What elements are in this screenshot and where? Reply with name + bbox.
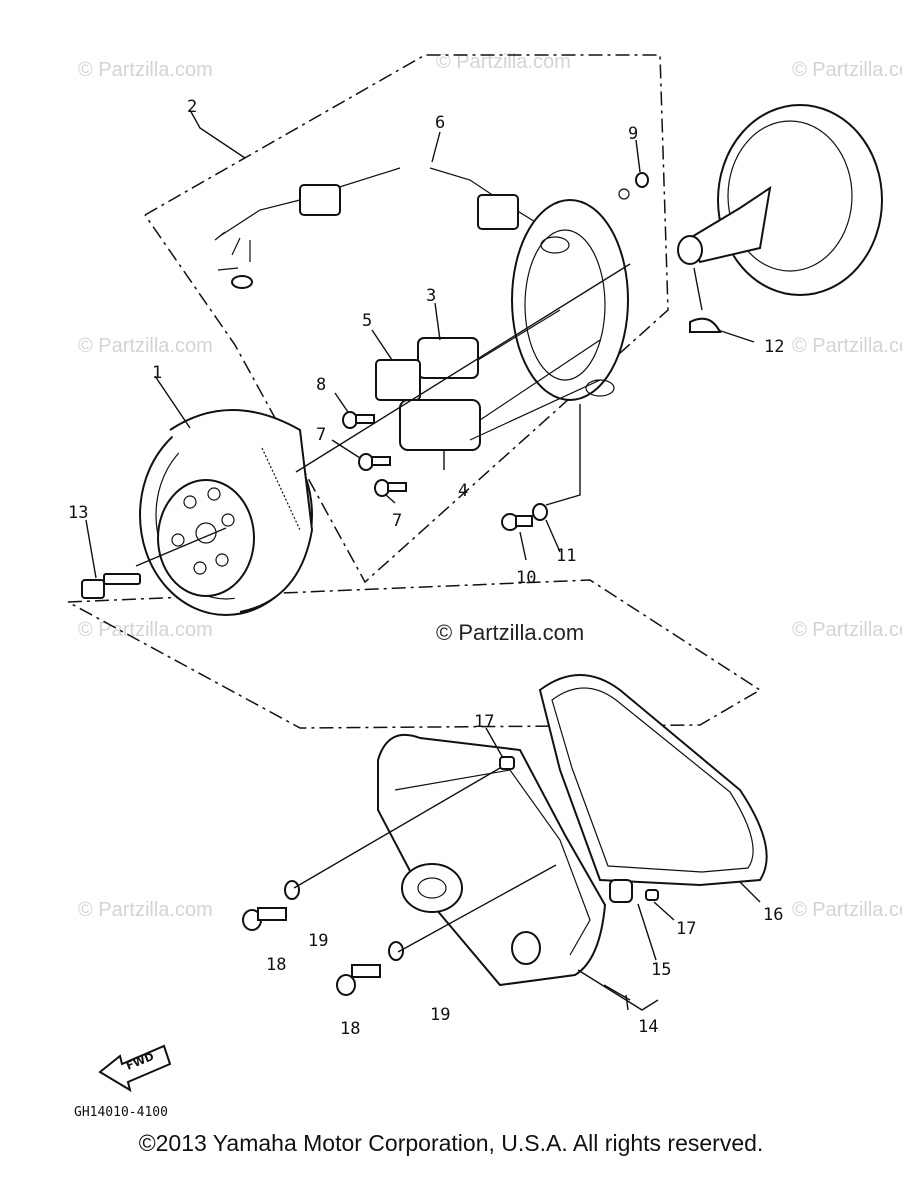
callout-9: 9 — [628, 124, 638, 144]
watermark: © Partzilla.com — [78, 59, 213, 81]
callout-3: 3 — [426, 286, 436, 306]
group-outline-upper — [144, 54, 669, 584]
callout-2: 2 — [187, 97, 197, 117]
dowel-17b — [645, 889, 659, 901]
watermark: © Partzilla.com — [436, 51, 571, 73]
cover-bolt-18b — [336, 964, 381, 996]
callout-13: 13 — [68, 503, 88, 523]
callout-7a: 7 — [316, 425, 326, 445]
watermark: © Partzilla.com — [78, 335, 213, 357]
flywheel-bolt — [81, 573, 141, 599]
bolt-10 — [501, 513, 533, 531]
drawing-code: GH14010-4100 — [74, 1105, 168, 1120]
watermark: © Partzilla.com — [792, 619, 902, 641]
screw-7b — [374, 479, 407, 497]
cover-bolt-18a — [242, 907, 287, 931]
watermark: © Partzilla.com — [792, 335, 902, 357]
washer-11 — [532, 503, 548, 521]
dowel-15 — [609, 879, 633, 903]
callout-5: 5 — [362, 311, 372, 331]
watermark: © Partzilla.com — [78, 899, 213, 921]
washer-19a — [284, 880, 300, 900]
callout-numbers: 2 6 9 3 5 8 7 7 4 1 13 12 10 11 17 17 16… — [68, 97, 784, 1039]
generator-cover — [377, 733, 607, 987]
watermark: © Partzilla.com — [78, 619, 213, 641]
callout-8: 8 — [316, 375, 326, 395]
screw-7a — [358, 453, 391, 471]
watermark: © Partzilla.com — [792, 899, 902, 921]
callout-17a: 17 — [474, 712, 494, 732]
callout-4: 4 — [458, 481, 468, 501]
screw-8 — [342, 411, 375, 429]
wire-harness — [214, 167, 541, 289]
lighting-coil — [375, 359, 421, 401]
pickup-coil — [399, 399, 481, 451]
crank-housing — [677, 104, 883, 296]
charge-coil — [417, 337, 479, 379]
screw-9 — [618, 172, 649, 200]
callout-11: 11 — [556, 546, 576, 566]
callout-19b: 19 — [430, 1005, 450, 1025]
pickup-leads — [469, 309, 601, 441]
flywheel-rotor — [139, 409, 314, 616]
washer-19b — [388, 941, 404, 961]
woodruff-key — [689, 317, 722, 333]
callout-16: 16 — [763, 905, 783, 925]
callout-18a: 18 — [266, 955, 286, 975]
callout-1: 1 — [152, 363, 162, 383]
stator-base-plate — [511, 199, 629, 401]
callout-19a: 19 — [308, 931, 328, 951]
copyright-notice: ©2013 Yamaha Motor Corporation, U.S.A. A… — [138, 1130, 764, 1156]
callout-7b: 7 — [392, 511, 402, 531]
group-outline-lower — [67, 579, 762, 729]
callout-10: 10 — [516, 568, 536, 588]
center-watermark: © Partzilla.com — [436, 620, 584, 645]
dowel-17a — [499, 756, 515, 770]
callout-12: 12 — [764, 337, 784, 357]
callout-6: 6 — [435, 113, 445, 133]
callout-14: 14 — [638, 1017, 658, 1037]
callout-15: 15 — [651, 960, 671, 980]
callout-18b: 18 — [340, 1019, 360, 1039]
cover-gasket — [538, 674, 768, 887]
callout-17b: 17 — [676, 919, 696, 939]
watermark: © Partzilla.com — [792, 59, 902, 81]
forward-direction-arrow: FWD — [98, 1044, 172, 1093]
leader-lines — [85, 109, 761, 1011]
